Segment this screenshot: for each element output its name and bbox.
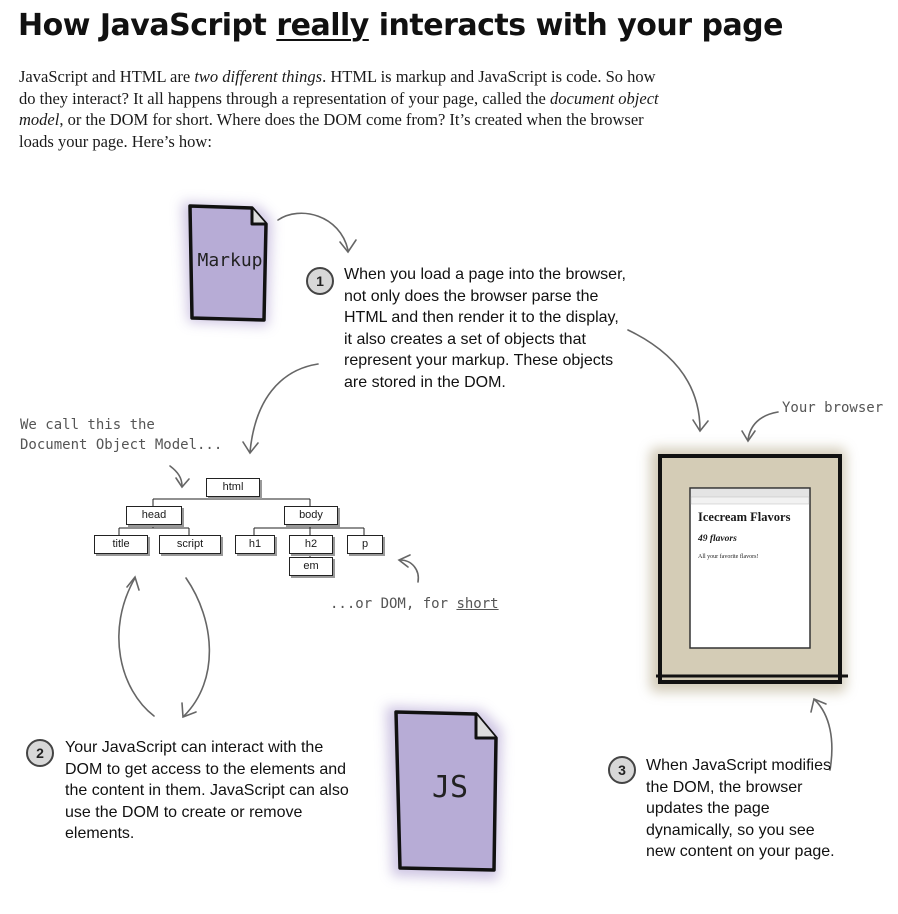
dom-node-em: em [289,557,333,576]
dom-node-h2: h2 [289,535,333,554]
browser-frame [650,448,848,692]
dom-node-script: script [159,535,221,554]
dom-annotation-line1: We call this the [20,417,155,433]
step-3-text: When JavaScript modifies the DOM, the br… [646,757,835,860]
dom-annotation-line2: Document Object Model... [20,437,223,453]
step-2-text: Your JavaScript can interact with the DO… [65,739,349,842]
markup-document-icon [182,202,272,326]
dom-tree-lines [118,495,365,557]
browser-page-subheading: 49 flavors [698,534,737,544]
step-3-badge: 3 [608,756,636,784]
js-label: JS [431,770,469,805]
dom-node-title: title [94,535,148,554]
dom-node-h1: h1 [235,535,275,554]
arrows [118,212,833,771]
dom-node-head: head [126,506,182,525]
page-title: How JavaScript really interacts with you… [18,8,784,43]
dom-node-body: body [284,506,338,525]
browser-page-body: All your favorite flavors! [698,554,759,560]
browser-page-heading: Icecream Flavors [698,510,791,524]
step-1-badge: 1 [306,267,334,295]
intro-paragraph: JavaScript and HTML are two different th… [19,67,659,151]
step-1-text: When you load a page into the browser, n… [344,266,626,391]
dom-node-p: p [347,535,383,554]
markup-label: Markup [197,250,263,271]
dom-short-annotation: ...or DOM, for short [330,596,499,612]
step-2-badge: 2 [26,739,54,767]
js-document-icon [386,706,502,880]
your-browser-annotation: Your browser [782,400,884,416]
dom-node-html: html [206,478,260,497]
